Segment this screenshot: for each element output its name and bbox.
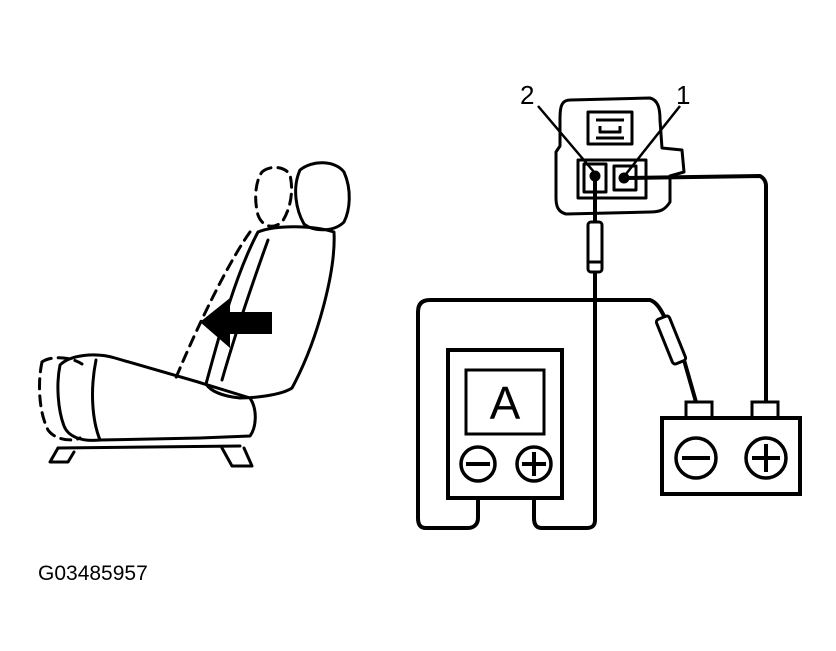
leader-lines <box>537 105 681 175</box>
battery-icon <box>660 400 802 496</box>
arrow-left-icon <box>200 298 272 348</box>
probe-icon <box>586 220 688 366</box>
seat-icon <box>38 161 351 468</box>
ammeter-display-symbol: A <box>490 377 521 429</box>
wires <box>416 174 768 530</box>
pin-2-label: 2 <box>520 80 534 110</box>
connector-icon <box>554 96 686 216</box>
figure-id: G03485957 <box>38 562 148 585</box>
pin-1-label: 1 <box>676 80 690 110</box>
ammeter-icon <box>446 348 564 500</box>
